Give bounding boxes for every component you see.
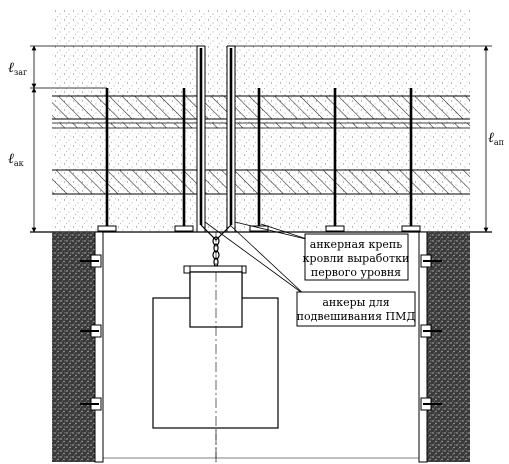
callout-suspension-anchors: анкеры для подвешивания ПМД [296, 291, 416, 327]
callout-roof-bolting-line3: первого уровня [311, 266, 401, 279]
hatched-layer-lower [52, 170, 470, 194]
roof-bolt [174, 88, 194, 232]
callout-suspension-anchors-line1: анкеры для [322, 296, 389, 309]
roof-bolts [97, 88, 421, 232]
wall-bolt [420, 397, 442, 411]
hoist-assembly [152, 224, 279, 462]
wall-bolt [420, 254, 442, 268]
wall-bolt [80, 254, 102, 268]
stippled-rock [52, 10, 470, 232]
wall-bolt [420, 324, 442, 338]
excavation-walls [52, 231, 470, 463]
callout-roof-bolting-line1: анкерная крепь [310, 238, 402, 251]
chain [212, 236, 220, 267]
hatched-thin-layer [52, 123, 470, 128]
wall-bolt [80, 324, 102, 338]
callout-suspension-anchors-line2: подвешивания ПМД [297, 310, 416, 323]
label-l-ak: ℓак [8, 151, 24, 168]
callout-roof-bolting: анкерная крепь кровли выработки первого … [303, 233, 410, 281]
roof-bolt [249, 88, 269, 232]
rock-mass [52, 10, 470, 232]
callout-roof-bolting-line2: кровли выработки [303, 252, 410, 265]
left-wall-rock [52, 232, 95, 462]
roof-bolt [401, 88, 421, 232]
hatched-layer-upper [52, 96, 470, 119]
label-l-ap: ℓап [488, 130, 504, 147]
label-l-zag: ℓзаг [8, 60, 27, 77]
roof-bolt [325, 88, 345, 232]
right-wall-rock [427, 232, 470, 462]
wall-bolt [80, 397, 102, 411]
dimension-lines: ℓзаг ℓак ℓап [8, 45, 504, 233]
roof-bolt [97, 88, 117, 232]
callout-leaders [204, 221, 311, 296]
